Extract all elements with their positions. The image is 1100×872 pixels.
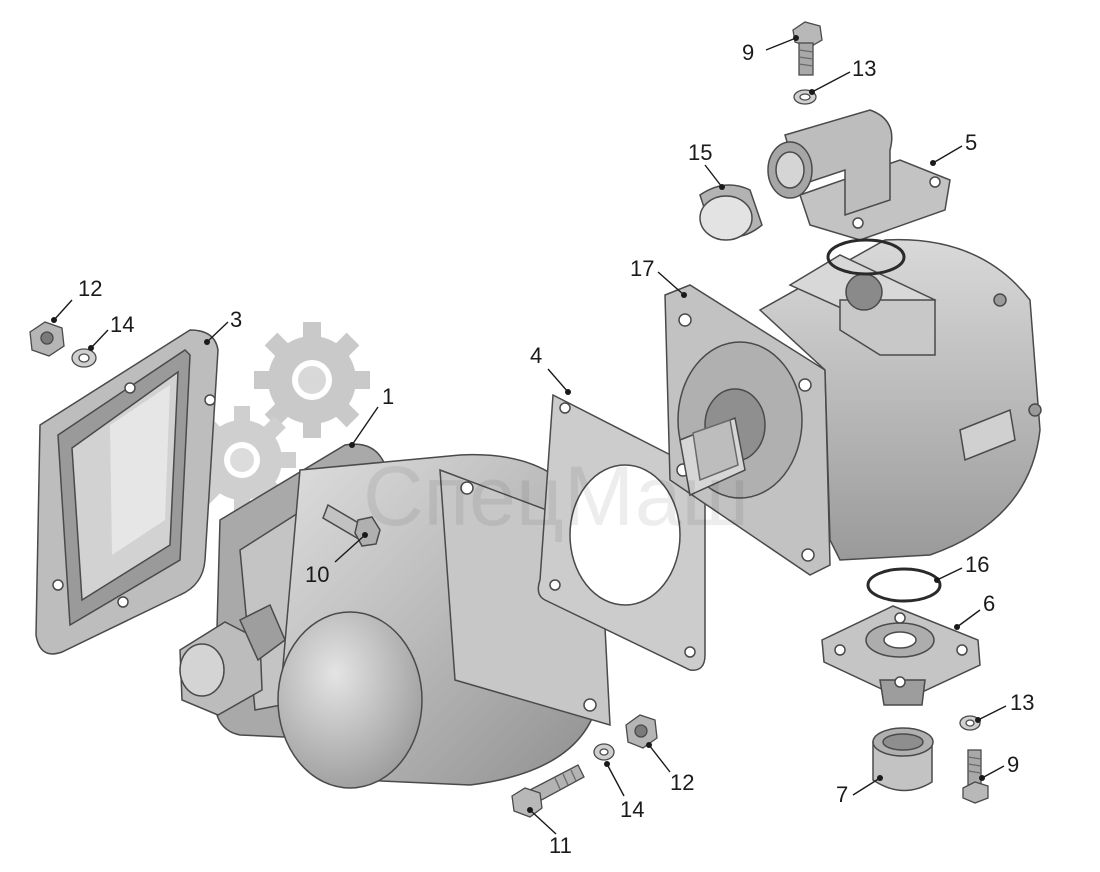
bolt-9-top (792, 21, 823, 76)
callout-label: 11 (549, 833, 572, 858)
o-ring-16 (866, 567, 942, 603)
callout-label: 5 (965, 130, 977, 155)
bolt-11 (511, 764, 585, 818)
callout-13-bottom: 13 (975, 690, 1034, 723)
callout-label: 13 (1010, 690, 1034, 715)
callout-16: 16 (934, 552, 989, 583)
callout-label: 12 (78, 276, 102, 301)
callout-label: 1 (382, 384, 394, 409)
callout-13-top: 13 (809, 56, 876, 95)
callout-6: 6 (954, 591, 995, 630)
callout-label: 16 (965, 552, 989, 577)
callout-label: 13 (852, 56, 876, 81)
callout-label: 14 (110, 312, 134, 337)
washer-13-bottom (959, 715, 981, 731)
callout-14-bottom: 14 (604, 761, 644, 822)
watermark-text: СпецМаш (363, 449, 749, 543)
callout-label: 10 (305, 562, 329, 587)
callout-label: 3 (230, 307, 242, 332)
callout-1: 1 (349, 384, 394, 448)
callout-3: 3 (204, 307, 242, 345)
part-15-cap (699, 184, 763, 241)
callout-9-top: 9 (742, 35, 799, 65)
part-7-sleeve (872, 727, 934, 792)
washer-14-left (71, 348, 97, 368)
callout-14-left: 14 (88, 312, 134, 351)
callout-17: 17 (630, 256, 687, 298)
callout-label: 15 (688, 140, 712, 165)
nut-12-left (29, 321, 65, 357)
callout-4: 4 (530, 343, 571, 395)
callout-label: 14 (620, 797, 644, 822)
callout-15: 15 (688, 140, 725, 190)
callout-label: 6 (983, 591, 995, 616)
callout-label: 9 (742, 40, 754, 65)
callout-12-bottom: 12 (646, 742, 694, 795)
part-3-cover (35, 329, 219, 655)
washer-14-bottom (593, 743, 615, 761)
part-6-flange (821, 605, 981, 706)
callout-7: 7 (836, 775, 883, 807)
callout-label: 17 (630, 256, 654, 281)
callout-5: 5 (930, 130, 977, 166)
part-17-pump-body (664, 238, 1042, 576)
callout-label: 4 (530, 343, 542, 368)
part-5-elbow-flange (767, 109, 951, 241)
o-ring-upper (826, 238, 906, 276)
callout-label: 12 (670, 770, 694, 795)
nut-12-bottom (625, 714, 658, 749)
part-1-housing (179, 443, 611, 789)
callout-11: 11 (527, 807, 572, 858)
callout-9-bottom: 9 (979, 752, 1019, 781)
callout-label: 7 (836, 782, 848, 807)
callout-10: 10 (305, 532, 368, 587)
part-4-gasket (537, 393, 708, 671)
callout-label: 9 (1007, 752, 1019, 777)
bolt-9-bottom (962, 749, 989, 804)
callout-12-left: 12 (51, 276, 102, 323)
